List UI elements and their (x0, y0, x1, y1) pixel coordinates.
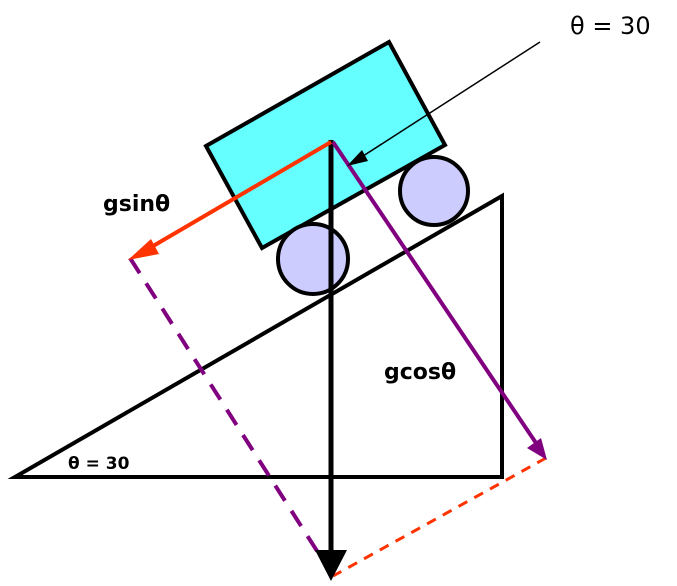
gravity-vector-arrowhead (315, 550, 347, 581)
gsin-vector (146, 140, 333, 251)
normal-label: gcosθ (384, 360, 456, 385)
gsin-vector-arrowhead (128, 239, 159, 260)
gcos-vector (331, 140, 538, 445)
dashed-projection-sin (128, 256, 335, 578)
cart-wheel-rear (276, 222, 350, 296)
angle-pointer-arrowhead (347, 150, 368, 166)
base-angle-label: θ = 30 (68, 454, 130, 474)
tangential-label: gsinθ (103, 192, 170, 217)
angle-pointer-line (359, 41, 541, 159)
gcos-vector-arrowhead (527, 438, 547, 460)
cart-wheel-front (398, 155, 470, 227)
dashed-projection-cos (332, 456, 547, 578)
incline-triangle (7, 192, 504, 479)
top-angle-label: θ = 30 (570, 12, 651, 40)
